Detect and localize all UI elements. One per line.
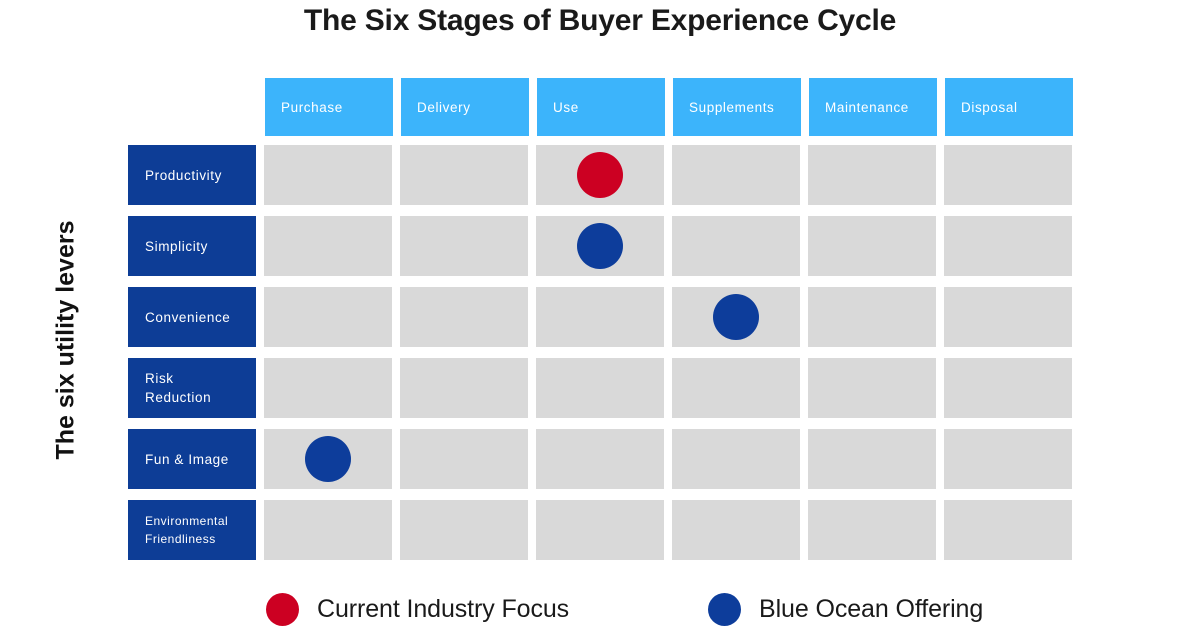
matrix-cell: [944, 216, 1072, 276]
matrix-cell: [400, 500, 528, 560]
legend-item-current-industry-focus: Current Industry Focus: [266, 588, 569, 630]
marker-dot-red-icon: [577, 152, 623, 198]
column-header-maintenance: Maintenance: [809, 78, 937, 136]
row-label-convenience: Convenience: [128, 287, 256, 347]
row-label-line: Friendliness: [145, 532, 216, 546]
legend-dot-red-icon: [266, 592, 299, 626]
row-label-line: Fun & Image: [145, 451, 229, 467]
row-label-fun-image: Fun & Image: [128, 429, 256, 489]
matrix-cell: [808, 429, 936, 489]
column-header-purchase: Purchase: [265, 78, 393, 136]
legend-item-blue-ocean-offering: Blue Ocean Offering: [708, 588, 983, 630]
column-header-disposal: Disposal: [945, 78, 1073, 136]
matrix-cell: [808, 287, 936, 347]
y-axis-label-container: The six utility levers: [46, 155, 86, 525]
matrix-cell: [536, 429, 664, 489]
matrix-cell: [672, 287, 800, 347]
matrix-cell: [536, 500, 664, 560]
matrix-cell: [808, 358, 936, 418]
matrix-cell: [672, 216, 800, 276]
legend-label-blue-ocean-offering: Blue Ocean Offering: [759, 594, 984, 623]
row-label-line: Productivity: [145, 167, 222, 183]
legend: Current Industry Focus Blue Ocean Offeri…: [0, 588, 1200, 630]
marker-dot-blue-icon: [305, 436, 351, 482]
matrix-cell: [536, 216, 664, 276]
matrix-cell: [264, 145, 392, 205]
matrix-cell: [400, 287, 528, 347]
matrix-cell: [944, 145, 1072, 205]
matrix-row: Productivity: [128, 145, 1072, 205]
marker-dot-blue-icon: [713, 294, 759, 340]
matrix-cell: [400, 145, 528, 205]
matrix-row: Convenience: [128, 287, 1072, 347]
matrix-cell: [536, 358, 664, 418]
row-label-line: Reduction: [145, 390, 212, 405]
legend-label-current-industry-focus: Current Industry Focus: [317, 594, 570, 623]
marker-dot-blue-icon: [577, 223, 623, 269]
matrix-cell: [672, 358, 800, 418]
matrix-cell: [264, 500, 392, 560]
y-axis-label: The six utility levers: [51, 220, 80, 460]
matrix-cell: [264, 287, 392, 347]
column-header-use: Use: [537, 78, 665, 136]
matrix-cell: [808, 500, 936, 560]
row-label-line: Risk: [145, 371, 174, 386]
matrix-cell: [944, 500, 1072, 560]
matrix-cell: [672, 145, 800, 205]
matrix-row: Fun & Image: [128, 429, 1072, 489]
matrix-cell: [944, 429, 1072, 489]
matrix-cell: [264, 358, 392, 418]
row-label-simplicity: Simplicity: [128, 216, 256, 276]
matrix-cell: [536, 287, 664, 347]
matrix-cell: [672, 500, 800, 560]
matrix-cell: [944, 287, 1072, 347]
page-title: The Six Stages of Buyer Experience Cycle: [303, 4, 897, 37]
matrix-row: Simplicity: [128, 216, 1072, 276]
matrix-cell: [400, 216, 528, 276]
matrix-cell: [672, 429, 800, 489]
matrix-cell: [808, 216, 936, 276]
matrix-cell: [400, 358, 528, 418]
matrix-cell: [264, 216, 392, 276]
matrix-cell: [536, 145, 664, 205]
column-header-delivery: Delivery: [401, 78, 529, 136]
matrix-cell: [264, 429, 392, 489]
row-label-line: Convenience: [145, 309, 231, 325]
row-label-line: Environmental: [145, 514, 229, 528]
matrix-cell: [808, 145, 936, 205]
row-label-line: Simplicity: [145, 238, 209, 254]
legend-dot-blue-icon: [708, 592, 741, 626]
matrix-cell: [944, 358, 1072, 418]
column-header-supplements: Supplements: [673, 78, 801, 136]
row-label-productivity: Productivity: [128, 145, 256, 205]
matrix-cell: [400, 429, 528, 489]
